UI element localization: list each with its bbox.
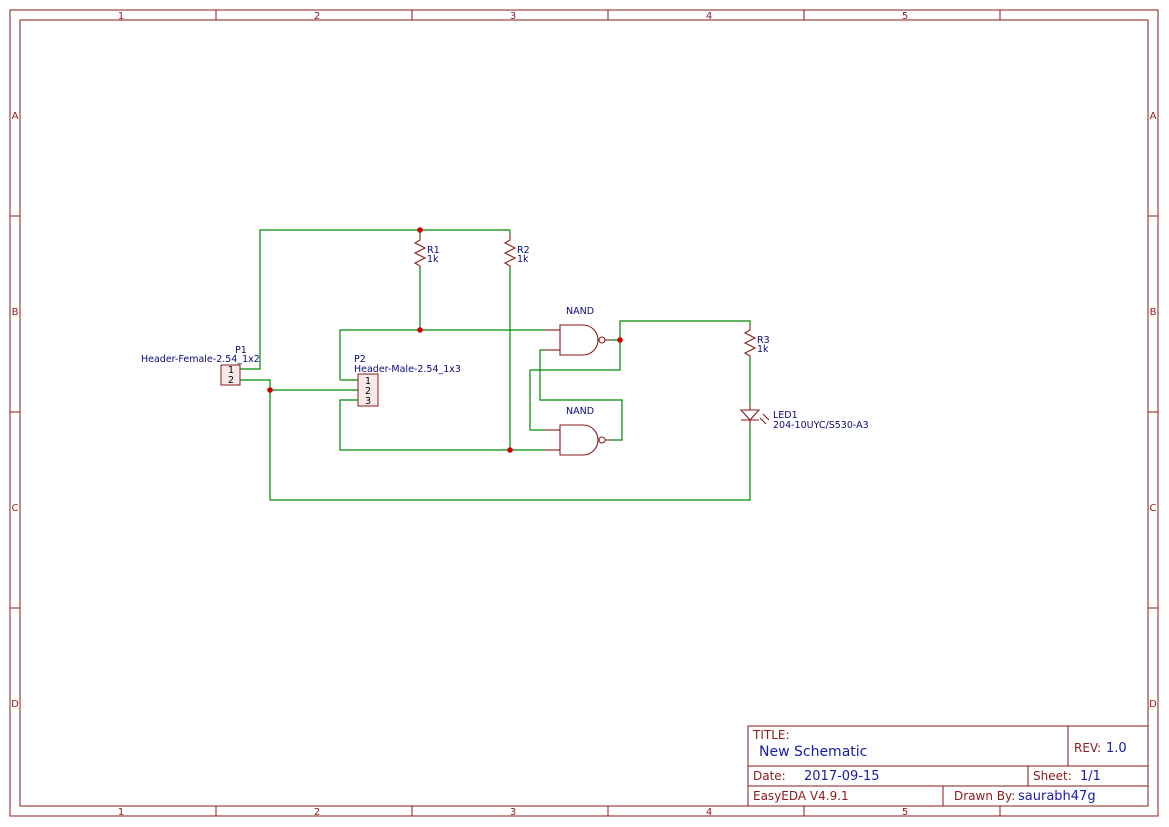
junction-dot [417,227,423,233]
col-label-top-3: 3 [510,11,516,22]
r1-designator: R1 [427,245,440,256]
led1-part: 204-10UYC/S530-A3 [773,420,869,431]
resistor-icon [743,325,757,358]
sheet-label: Sheet: [1033,769,1072,783]
p1-part: Header-Female-2.54_1x2 [141,354,260,365]
resistor-r3[interactable]: R3 1k [743,325,770,358]
rev-label: REV: [1074,741,1101,755]
row-label-left-a: A [12,111,19,122]
header-body [220,364,241,386]
wire-output-r3[interactable] [610,320,751,341]
resistor-r1[interactable]: R1 1k [413,234,440,268]
row-label-right-c: C [1150,503,1157,514]
title-block [747,725,1149,807]
junction-dot [417,327,423,333]
row-label-left-b: B [12,307,19,318]
connector-p2[interactable]: 1 2 3 P2 Header-Male-2.54_1x3 [354,354,461,407]
row-label-right-a: A [1150,111,1157,122]
r1-value: 1k [427,254,439,265]
r2-designator: R2 [517,245,530,256]
led-emission-arrow-icon [762,413,770,421]
col-label-bottom-3: 3 [510,807,516,818]
date-label: Date: [753,769,786,783]
wire-top-rail[interactable] [240,229,510,370]
inverter-bubble-icon [598,336,606,344]
p2-pin-3: 3 [365,396,371,407]
row-label-right-d: D [1149,699,1157,710]
r3-value: 1k [757,344,769,355]
p1-pin-2: 2 [228,375,234,386]
title-label: TITLE: [752,728,790,742]
nand-top-label: NAND [566,306,594,317]
p2-part: Header-Male-2.54_1x3 [354,364,461,375]
junction-dot [617,337,623,343]
nand-gate-bottom[interactable]: NAND [545,406,610,456]
p1-designator: P1 [235,345,247,356]
sheet-value: 1/1 [1080,769,1101,784]
resistor-icon [503,234,517,268]
drawn-by-label: Drawn By: [954,789,1015,803]
software-label: EasyEDA V4.9.1 [753,789,849,803]
connector-p1[interactable]: 1 2 P1 Header-Female-2.54_1x2 [141,345,260,386]
resistor-icon [413,234,427,268]
p2-pin-1: 1 [365,376,371,387]
title-value: New Schematic [759,744,867,760]
junction-dot [507,447,513,453]
led-emission-arrow-icon [759,417,767,425]
nand-gate-icon [559,324,599,356]
col-label-bottom-2: 2 [314,807,320,818]
wire-p2-pin1-net[interactable] [339,329,545,380]
led-led1[interactable]: LED1 204-10UYC/S530-A3 [739,405,869,431]
wire-cross-qbar[interactable] [539,349,623,441]
rev-value: 1.0 [1106,741,1127,756]
row-label-left-c: C [12,503,19,514]
drawn-by-value: saurabh47g [1018,789,1096,804]
col-label-top-5: 5 [902,11,908,22]
date-value: 2017-09-15 [804,769,880,784]
col-label-bottom-4: 4 [706,807,712,818]
col-label-top-4: 4 [706,11,712,22]
sheet-frame [9,9,1159,817]
r3-designator: R3 [757,335,770,346]
wire-p2-pin3-net[interactable] [339,399,545,451]
p2-designator: P2 [354,354,366,365]
junction-dot [267,387,273,393]
r2-value: 1k [517,254,529,265]
nand-gate-top[interactable]: NAND [545,306,610,356]
col-label-top-1: 1 [118,11,124,22]
wire-ground-net[interactable] [240,379,751,501]
inverter-bubble-icon [598,436,606,444]
p2-pin-2: 2 [365,386,371,397]
led1-designator: LED1 [773,410,798,421]
row-label-left-d: D [11,699,19,710]
wires [240,229,751,501]
wire-cross-q[interactable] [529,340,621,431]
nand-bottom-label: NAND [566,406,594,417]
header-body [357,373,379,407]
row-label-right-b: B [1150,307,1157,318]
resistor-r2[interactable]: R2 1k [503,234,530,268]
led-diode-icon [739,409,761,421]
col-label-bottom-5: 5 [902,807,908,818]
col-label-bottom-1: 1 [118,807,124,818]
nand-gate-icon [559,424,599,456]
col-label-top-2: 2 [314,11,320,22]
p1-pin-1: 1 [228,365,234,376]
